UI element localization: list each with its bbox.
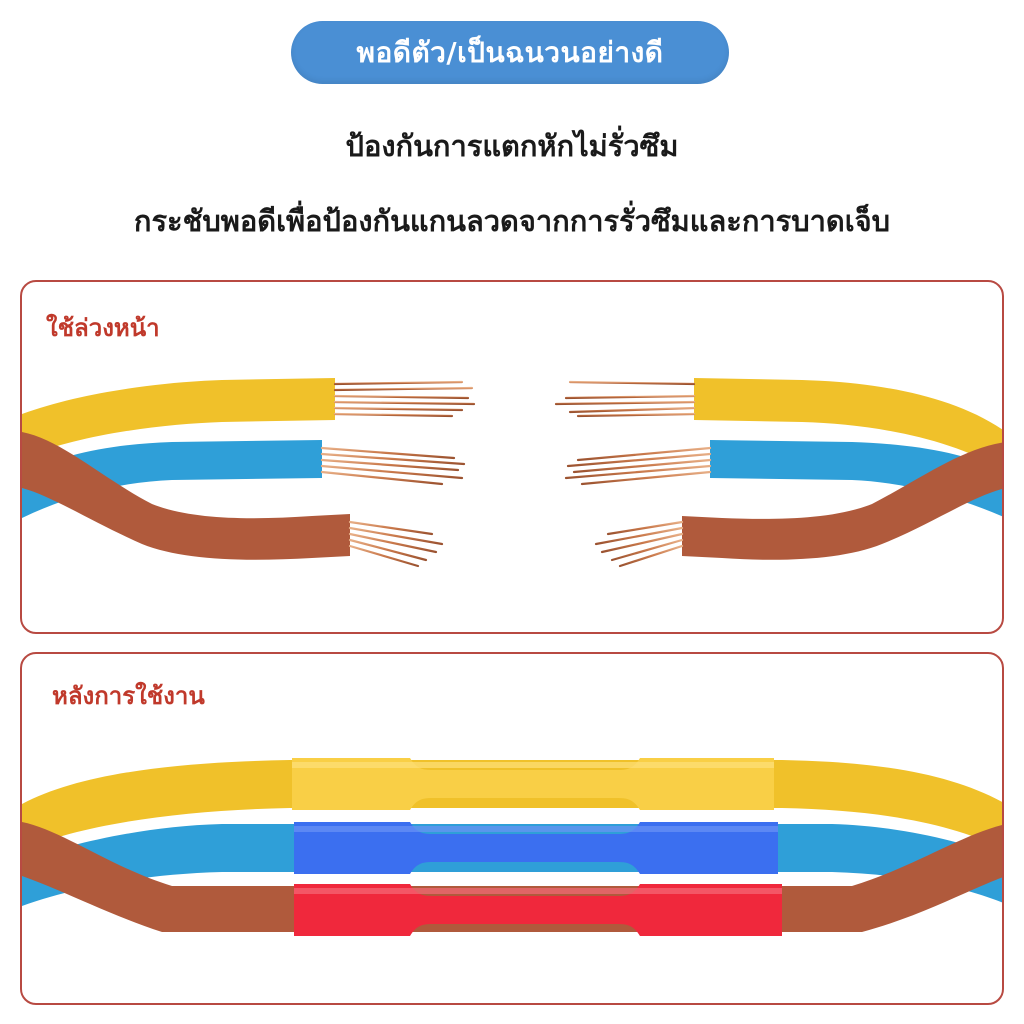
before-wires-illustration (22, 378, 1002, 568)
subtitle-line-2: กระชับพอดีเพื่อป้องกันแกนลวดจากการรั่วซึ… (133, 204, 891, 238)
yellow-heat-shrink-sleeve (292, 758, 774, 810)
copper-strands-left (320, 380, 476, 568)
heading-badge: พอดีตัว/เป็นฉนวนอย่างดี (291, 21, 729, 84)
yellow-wire-right (694, 378, 1002, 470)
copper-strands-right (554, 380, 712, 568)
after-label: หลังการใช้งาน (52, 682, 205, 710)
red-heat-shrink-sleeve (294, 884, 782, 936)
heading-badge-text: พอดีตัว/เป็นฉนวนอย่างดี (356, 35, 664, 69)
blue-wire-left (22, 440, 322, 518)
subtitle-line-1: ป้องกันการแตกหักไม่รั่วซึม (345, 129, 679, 163)
after-wires-illustration (22, 758, 1002, 936)
blue-wire-right (710, 440, 1002, 517)
after-panel: หลังการใช้งาน (20, 652, 1004, 1005)
brown-wire-right (682, 442, 1002, 560)
before-label: ใช้ล่วงหน้า (46, 314, 160, 342)
yellow-wire-left (22, 378, 335, 458)
blue-heat-shrink-sleeve (294, 822, 778, 874)
before-panel: ใช้ล่วงหน้า (20, 280, 1004, 634)
brown-wire-left (22, 432, 350, 560)
